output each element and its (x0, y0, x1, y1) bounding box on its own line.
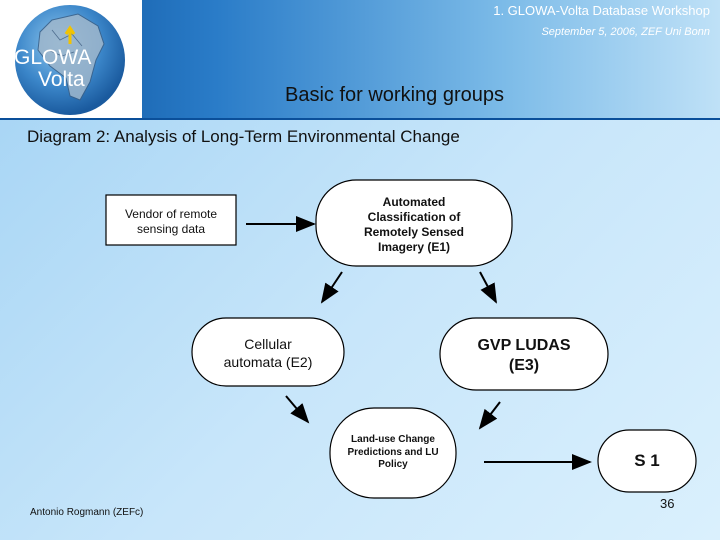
vendor-box (105, 194, 237, 246)
arrow-icon (64, 25, 76, 44)
workshop-date: September 5, 2006, ZEF Uni Bonn (541, 26, 710, 38)
e3-label: GVP LUDAS (E3) (477, 337, 571, 374)
e1-label: Automated Classification of Remotely Sen… (363, 195, 465, 254)
s1-label: S 1 (634, 451, 660, 470)
diagram-title: Diagram 2: Analysis of Long-Term Environ… (27, 127, 460, 146)
arrow-e2-to-predictions (285, 395, 310, 424)
e2-label: Cellular automata (E2) (223, 336, 313, 370)
e3-box (439, 317, 609, 391)
predictions-box (329, 407, 457, 499)
e1-box (315, 179, 513, 267)
logo-text-volta: Volta (38, 68, 85, 91)
logo-text-glowa: GLOWA (14, 46, 91, 69)
predictions-label: Land-use Change Predictions and LU Polic… (347, 434, 439, 470)
page-number: 36 (660, 496, 675, 511)
workshop-title: 1. GLOWA-Volta Database Workshop (493, 3, 710, 18)
africa-map-icon (37, 13, 105, 101)
e2-box (191, 317, 345, 387)
footer-author: Antonio Rogmann (ZEFc) (30, 507, 144, 518)
arrow-e1-to-e3 (479, 271, 497, 304)
arrow-e1-to-e2 (320, 271, 343, 304)
section-title: Basic for working groups (285, 84, 504, 106)
s1-box (597, 429, 697, 493)
arrow-e3-to-predictions (478, 401, 501, 430)
header-divider (0, 118, 720, 120)
glowa-volta-logo: GLOWA Volta (14, 5, 125, 115)
vendor-label: Vendor of remote sensing data (124, 207, 218, 236)
